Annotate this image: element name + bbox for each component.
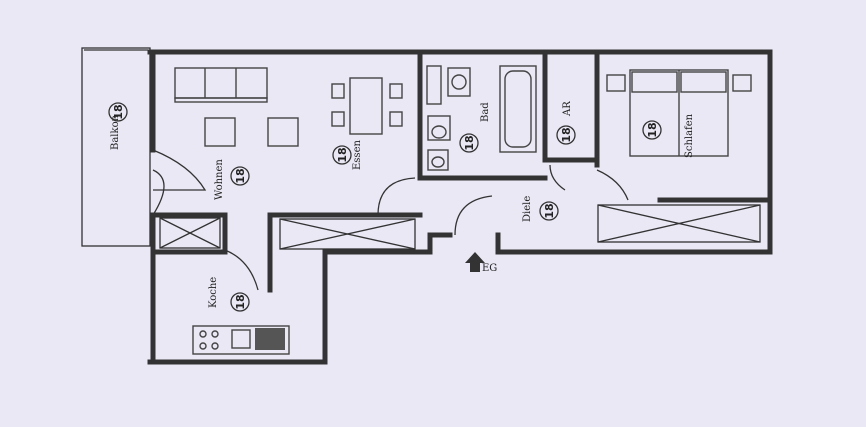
- room-label-koche: Koche: [208, 277, 219, 308]
- entrance-label: EG: [482, 263, 497, 274]
- room-marker-schlafen: [642, 120, 662, 140]
- room-wohnen: Wohnen 18: [214, 159, 250, 200]
- room-bad: 18 Bad: [459, 102, 491, 153]
- doors: [152, 149, 629, 291]
- room-label-balkon: Balkon: [110, 114, 121, 150]
- outer-walls: [147, 49, 773, 365]
- room-label-schlafen: Schlafen: [684, 113, 695, 158]
- room-balkon: Balkon 18: [108, 102, 128, 150]
- room-marker-essen: [332, 145, 352, 165]
- room-label-diele: Diele: [522, 196, 533, 222]
- room-marker-diele: [539, 201, 559, 221]
- room-marker-wohnen: [230, 166, 250, 186]
- entrance-arrow: EG: [465, 252, 497, 274]
- room-number-schlafen: 18: [646, 122, 659, 137]
- room-number-ar: 18: [560, 127, 573, 142]
- room-label-bad: Bad: [480, 102, 491, 122]
- room-diele: Diele 18: [522, 196, 559, 222]
- room-marker-bad: [459, 133, 479, 153]
- room-marker-ar: [556, 125, 576, 145]
- room-number-diele: 18: [543, 203, 556, 218]
- room-label-essen: Essen: [352, 140, 363, 170]
- kitchen-counter: [192, 325, 290, 355]
- interior-walls: [150, 49, 773, 293]
- room-label-ar: AR: [562, 101, 573, 117]
- armchairs: [204, 117, 299, 147]
- room-label-wohnen: Wohnen: [214, 159, 225, 200]
- bath-fixtures: [426, 65, 537, 171]
- room-number-balkon: 18: [112, 104, 125, 119]
- room-schlafen: 18 Schlafen: [642, 113, 695, 158]
- dining-table: [331, 77, 403, 135]
- room-marker-koche: [230, 292, 250, 312]
- closets: [159, 204, 761, 250]
- room-marker-balkon: [108, 102, 128, 122]
- room-ar: 18 AR: [556, 101, 576, 145]
- sofa: [174, 67, 268, 103]
- balcony: [81, 47, 151, 247]
- room-koche: Koche 18: [208, 277, 250, 312]
- room-essen: 18 Essen: [332, 140, 363, 170]
- room-number-bad: 18: [463, 135, 476, 150]
- room-number-wohnen: 18: [234, 168, 247, 183]
- double-bed: [606, 69, 752, 157]
- room-number-essen: 18: [336, 147, 349, 162]
- room-number-koche: 18: [234, 294, 247, 309]
